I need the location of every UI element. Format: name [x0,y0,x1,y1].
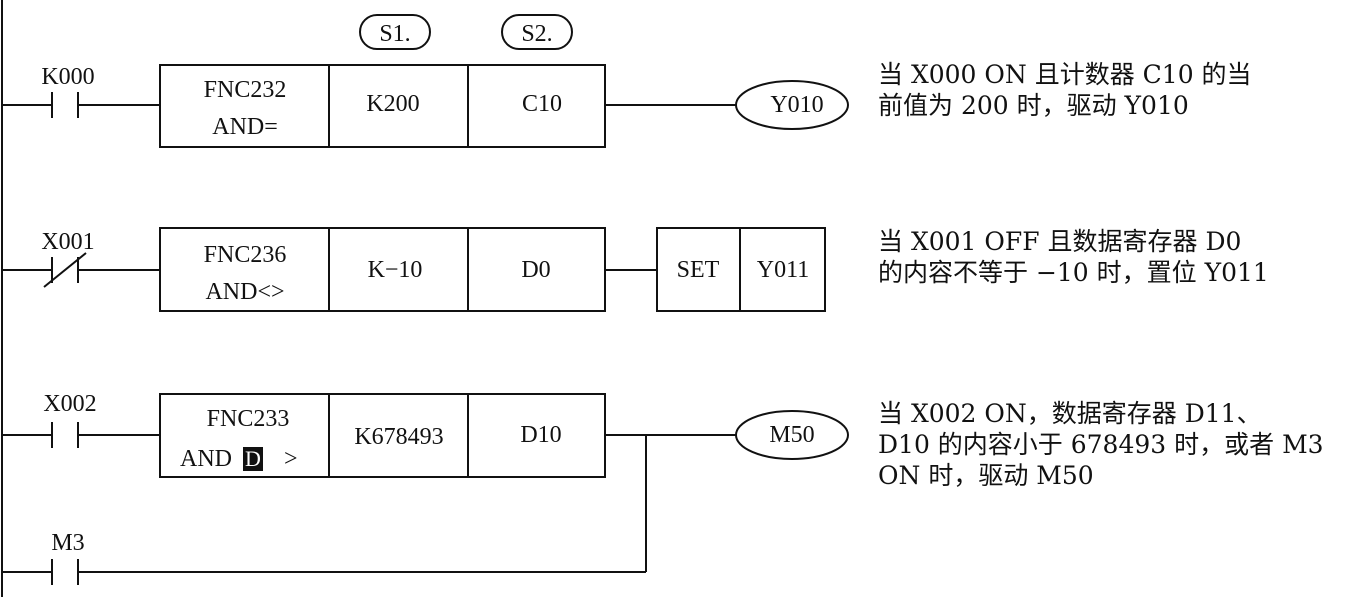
rung2-s1-operand: K−10 [368,257,423,283]
rung1-contact-label: K000 [41,64,94,90]
branch-contact-symbol [51,559,79,585]
rung2-description-line: 当 X001 OFF 且数据寄存器 D0 [878,227,1242,256]
rung1-output-coil [735,80,849,130]
rung3-s2-operand: D10 [520,422,561,448]
rung3-fnc-code: FNC233 [207,406,290,432]
rung1-description-line: 前值为 200 时，驱动 Y010 [878,91,1189,120]
rung3-output-coil [735,410,849,460]
s2-header-oval [501,14,573,50]
rung2-s2-operand: D0 [521,257,550,283]
rung3-description-line: ON 时，驱动 M50 [878,461,1094,490]
rung3-double-word-flag-bg [243,447,263,471]
rung1-fnc-code: FNC232 [204,77,287,103]
rung3-contact-label: X002 [43,391,96,417]
rung2-operator: AND<> [205,279,284,305]
rung1-description: 当 X000 ON 且计数器 C10 的当 前值为 200 时，驱动 Y010 [878,59,1252,121]
rung3-operator-prefix: AND [180,446,232,472]
rung3-description-line: 当 X002 ON，数据寄存器 D11、 [878,399,1262,428]
rung1-s1-operand: K200 [366,91,419,117]
rung3-s1-operand: K678493 [354,424,443,450]
s2-header-label: S2. [521,21,552,47]
s1-header-oval [359,14,431,50]
rung1-contact-symbol [51,92,79,118]
rung2-output-label: Y011 [757,257,809,283]
rung3-double-word-flag: D [245,446,261,471]
rung1-operator: AND= [212,114,278,140]
rung3-operator-suffix: > [284,446,298,472]
rung2-description-line: 的内容不等于 −10 时，置位 Y011 [878,258,1269,287]
s1-header-label: S1. [379,21,410,47]
rung1-description-line: 当 X000 ON 且计数器 C10 的当 [878,60,1252,89]
rung3-description: 当 X002 ON，数据寄存器 D11、 D10 的内容小于 678493 时，… [878,398,1324,491]
rung2-contact-label: X001 [41,229,94,255]
branch-contact-label: M3 [51,530,84,556]
rung2-set-command: SET [677,257,720,283]
rung2-description: 当 X001 OFF 且数据寄存器 D0 的内容不等于 −10 时，置位 Y01… [878,226,1269,288]
rung3-contact-symbol [51,422,79,448]
rung1-output-label: Y010 [770,92,823,118]
rung2-fnc-code: FNC236 [204,242,287,268]
rung3-description-line: D10 的内容小于 678493 时，或者 M3 [878,430,1324,459]
rung3-output-label: M50 [769,422,814,448]
rung1-s2-operand: C10 [522,91,562,117]
